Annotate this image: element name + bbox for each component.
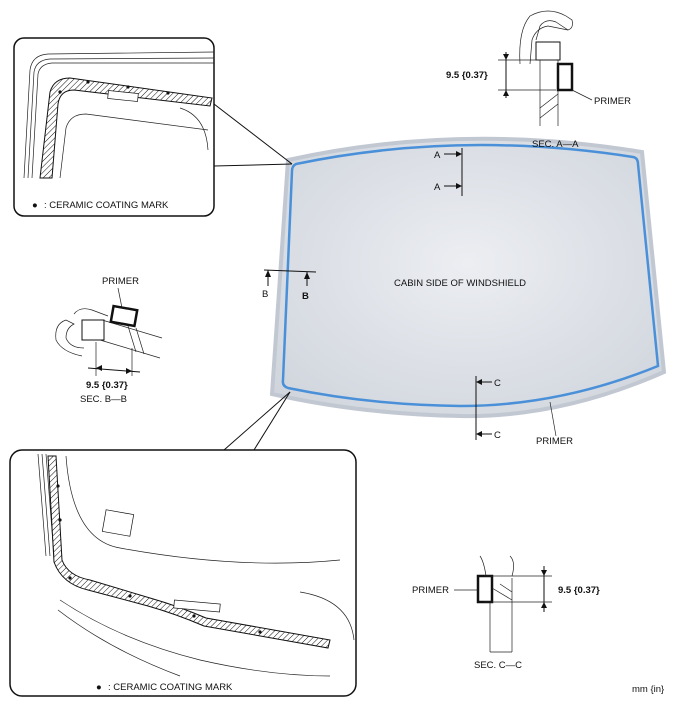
section-c-title: SEC. C—C (474, 660, 522, 671)
section-c-letter-bottom: C (494, 430, 501, 441)
section-a-letter-top: A (434, 150, 441, 161)
primer-block-c (476, 574, 494, 604)
detail-top-left: ● : CERAMIC COATING MARK (13, 37, 293, 217)
callout-line-top (213, 163, 293, 167)
cabin-side-label: CABIN SIDE OF WINDSHIELD (394, 278, 526, 289)
detail-bottom-left: ● : CERAMIC COATING MARK (9, 391, 357, 697)
primer-leader (549, 401, 557, 437)
section-b-letter-left: B (262, 289, 268, 300)
ceramic-mark-symbol: ● (96, 682, 102, 693)
section-b-b: PRIMER 9.5 {0.37} SEC. B—B (55, 276, 163, 405)
section-b-marker: B B (262, 269, 317, 302)
callout-line-bottom (253, 391, 291, 451)
section-a-marker: A A (434, 148, 463, 196)
section-a-letter-bottom: A (434, 182, 441, 193)
section-c-letter-top: C (494, 378, 501, 389)
primer-block-b (109, 304, 139, 328)
detail-top-drawing (23, 51, 215, 179)
ceramic-mark-symbol: ● (32, 200, 38, 211)
units-label: mm {in} (632, 684, 664, 695)
section-b-dimension: 9.5 {0.37} (86, 380, 128, 391)
ceramic-mark-legend: : CERAMIC COATING MARK (108, 682, 233, 693)
primer-line (281, 143, 660, 408)
section-a-dimension: 9.5 {0.37} (446, 70, 488, 81)
section-a-primer-label: PRIMER (594, 96, 631, 107)
section-a-a: 9.5 {0.37} PRIMER SEC. A—A (446, 10, 631, 150)
section-b-primer-label: PRIMER (102, 276, 139, 287)
ceramic-mark-legend: : CERAMIC COATING MARK (44, 200, 169, 211)
section-b-title: SEC. B—B (80, 394, 127, 405)
section-a-title: SEC. A—A (532, 139, 579, 150)
callout-line-bottom (223, 391, 291, 451)
windshield-glass (269, 136, 667, 419)
section-c-dimension: 9.5 {0.37} (558, 585, 600, 596)
windshield-primer-label: PRIMER (536, 436, 573, 447)
windshield: CABIN SIDE OF WINDSHIELD A A B B C (262, 136, 667, 447)
callout-line-top (213, 103, 293, 165)
section-c-c: 9.5 {0.37} PRIMER SEC. C—C (412, 555, 600, 671)
section-c-marker: C C (475, 376, 501, 441)
primer-block-a (556, 62, 574, 92)
section-b-letter-right: B (302, 291, 309, 302)
detail-bottom-drawing (37, 453, 355, 677)
section-c-primer-label: PRIMER (412, 585, 449, 596)
